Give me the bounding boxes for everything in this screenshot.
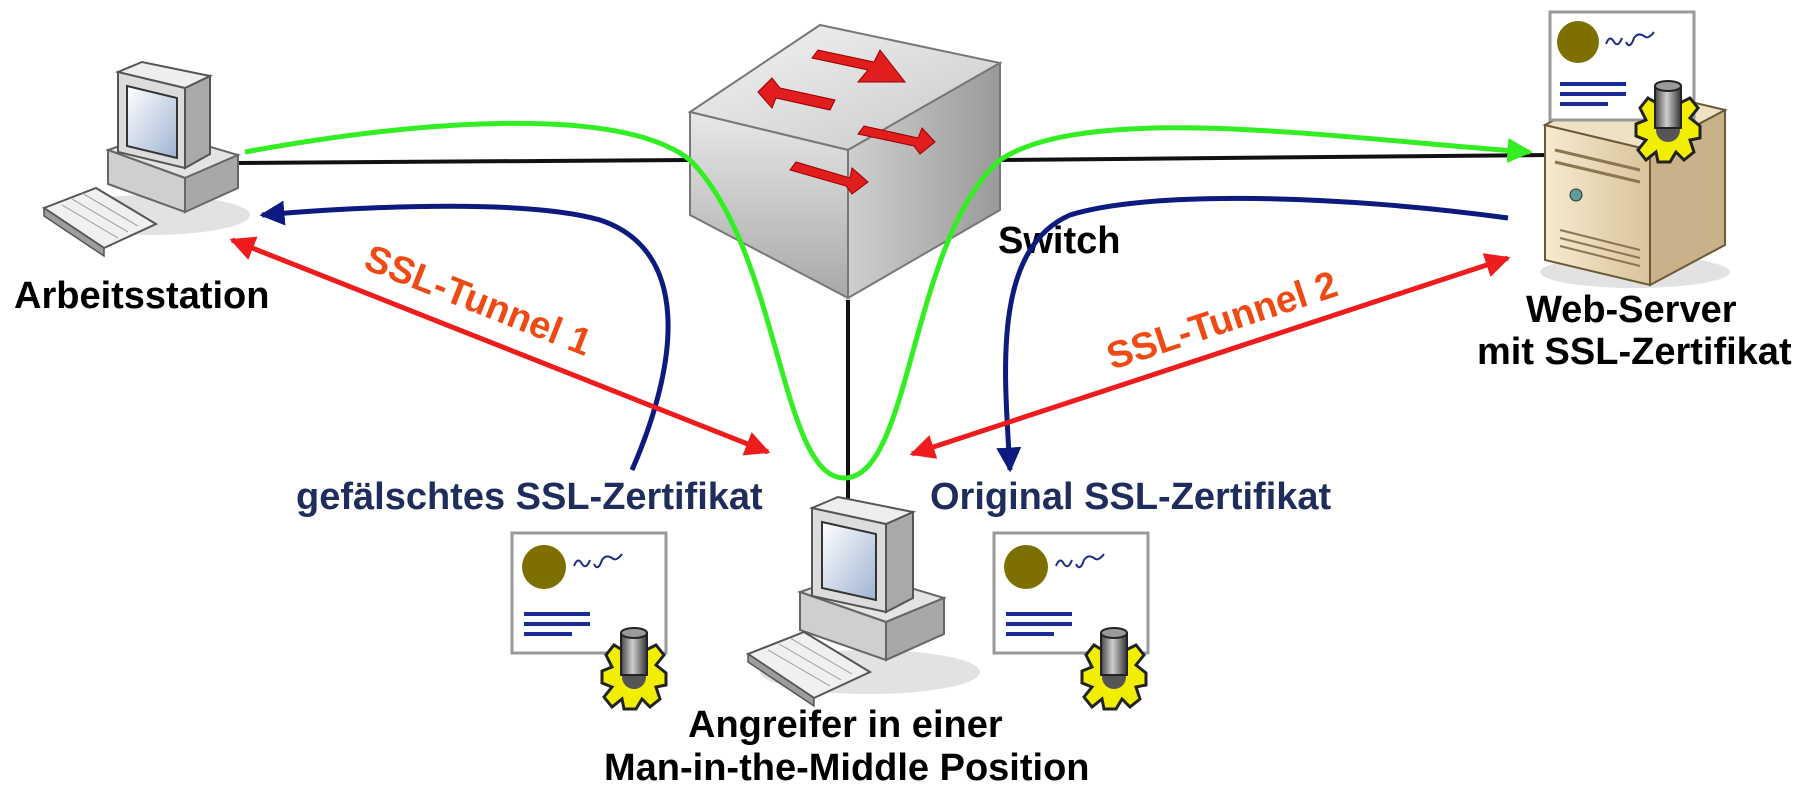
link-workstation-switch [231,158,691,165]
fake-certificate-label: gefälschtes SSL-Zertifikat [296,476,763,518]
workstation-label: Arbeitsstation [14,275,269,317]
attacker-label-line1: Angreifer in einer [688,704,1003,746]
data-flow-curve [244,120,1533,481]
attacker-icon [745,495,980,708]
ssl-tunnel-1-arrow [229,236,771,456]
original-certificate-icon [992,531,1150,711]
webserver-label-line2: mit SSL-Zertifikat [1477,331,1792,373]
attacker-label-line2: Man-in-the-Middle Position [604,747,1090,787]
switch-icon [687,23,1003,300]
network-links [231,153,1551,500]
original-certificate-label: Original SSL-Zertifikat [930,476,1332,518]
workstation-icon [41,60,250,258]
fake-certificate-flow [259,200,671,471]
ssl-tunnel-1-label: SSL-Tunnel 1 [359,237,598,364]
ssl-tunnel-2-arrow [909,253,1511,459]
webserver-label-line1: Web-Server [1526,289,1737,331]
switch-label: Switch [998,220,1120,262]
fake-certificate-icon [510,531,668,711]
server-certificate-icon [1548,10,1702,164]
link-switch-server [999,153,1551,162]
ssl-tunnel-2-label: SSL-Tunnel 2 [1102,264,1343,379]
